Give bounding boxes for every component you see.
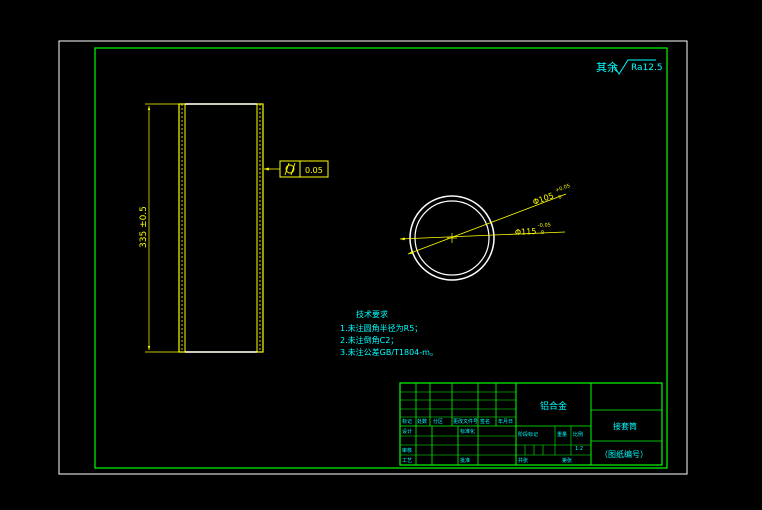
outer-tol-lower: 0 bbox=[541, 230, 544, 236]
notes-title: 技术要求 bbox=[356, 309, 388, 319]
hdr-count: 处数 bbox=[417, 418, 427, 425]
sleeve-side-view bbox=[178, 103, 264, 353]
title-block bbox=[399, 382, 663, 466]
length-dimension: 335 ±0.5 bbox=[139, 103, 179, 353]
process-label: 工艺 bbox=[402, 458, 412, 464]
inner-diameter-dimension: Φ105 +0.05 0 bbox=[532, 183, 571, 207]
outer-diameter-dimension: Φ115 -0.05 0 bbox=[515, 222, 551, 237]
roughness-check-icon bbox=[613, 59, 656, 75]
outer-frame bbox=[58, 40, 688, 475]
reviewer-label: 审核 bbox=[402, 447, 412, 454]
sheet-no: 第张 bbox=[562, 457, 572, 464]
sheets-total: 共张 bbox=[518, 457, 528, 464]
hdr-docno: 更改文件号 bbox=[453, 418, 478, 425]
inner-tol-upper: +0.05 bbox=[555, 183, 571, 194]
note-item-1: 1.未注圆角半径为R5； bbox=[340, 323, 422, 333]
tolerance-value: 0.05 bbox=[305, 166, 323, 175]
outer-diameter-text: Φ115 bbox=[515, 227, 537, 237]
drawing-number: （图纸编号） bbox=[600, 449, 648, 459]
weight-label: 重量 bbox=[557, 431, 567, 438]
length-dimension-text: 335 ±0.5 bbox=[139, 206, 149, 248]
material-text: 铝合金 bbox=[540, 400, 567, 412]
technical-requirements: 技术要求 1.未注圆角半径为R5； 2.未注倒角C2； 3.未注公差GB/T18… bbox=[340, 309, 438, 357]
hdr-zone: 分区 bbox=[433, 418, 443, 425]
note-item-3: 3.未注公差GB/T1804-m。 bbox=[340, 347, 438, 357]
cylindricity-icon bbox=[284, 162, 296, 176]
designer-label: 设计 bbox=[402, 428, 412, 435]
tolerance-frame: 0.05 bbox=[264, 160, 329, 178]
standardize-label: 标准化 bbox=[460, 428, 475, 435]
roughness-label: 其余 bbox=[596, 60, 618, 74]
scale-value: 1:2 bbox=[575, 446, 583, 452]
note-item-2: 2.未注倒角C2； bbox=[340, 335, 398, 345]
part-name: 接套筒 bbox=[613, 421, 637, 431]
drawing-border bbox=[94, 47, 668, 469]
stage-mark-label: 阶段标记 bbox=[518, 431, 538, 438]
inner-tol-lower: 0 bbox=[558, 194, 563, 201]
roughness-value: Ra12.5 bbox=[631, 63, 663, 73]
scale-label: 比例 bbox=[573, 431, 583, 438]
sleeve-end-view bbox=[399, 193, 567, 281]
hdr-date: 年月日 bbox=[498, 418, 513, 425]
hdr-sign: 签名 bbox=[480, 418, 490, 425]
title-block-text: 标记 处数 分区 更改文件号 签名 年月日 设计 标准化 审核 工艺 批准 铝合… bbox=[402, 400, 648, 464]
outer-tol-upper: -0.05 bbox=[538, 222, 551, 229]
hdr-mark: 标记 bbox=[402, 418, 412, 425]
inner-diameter-text: Φ105 bbox=[532, 191, 555, 207]
roughness-symbol: 其余 Ra12.5 bbox=[596, 59, 663, 75]
approve-label: 批准 bbox=[460, 457, 470, 464]
